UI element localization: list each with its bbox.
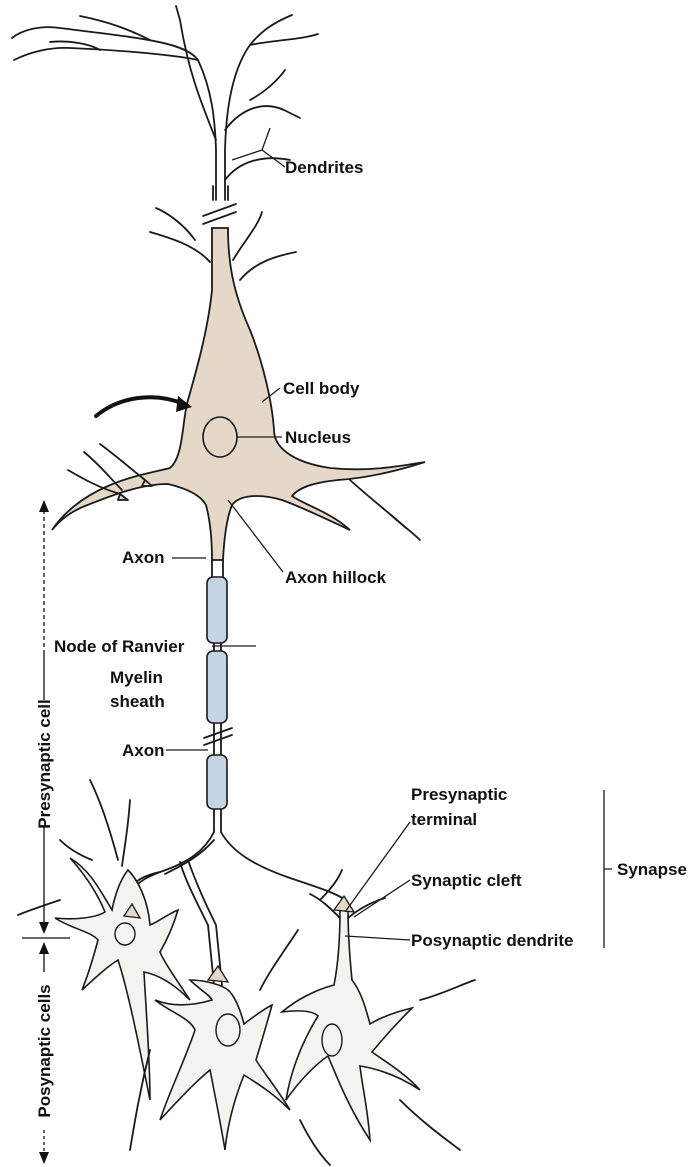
myelin-sheath-1 (207, 577, 227, 643)
myelin-sheath-2 (207, 651, 227, 723)
label-node-of-ranvier: Node of Ranvier (54, 637, 185, 656)
label-axon-lower: Axon (122, 741, 165, 760)
label-postsynaptic-dendrite: Posynaptic dendrite (411, 931, 573, 950)
synapse-bracket (604, 790, 612, 948)
axon-break-mark (204, 728, 232, 745)
label-myelin-line1: Myelin (110, 668, 163, 687)
presynaptic-terminal-2 (208, 966, 228, 982)
myelin-sheath-3 (207, 755, 227, 809)
label-postsynaptic-cells: Posynaptic cells (35, 984, 54, 1117)
cell-body (52, 228, 425, 560)
postsynaptic-cell-1 (55, 858, 190, 1100)
postsynaptic-cell-3 (282, 910, 420, 1140)
label-axon-hillock: Axon hillock (285, 568, 387, 587)
label-dendrites: Dendrites (285, 158, 363, 177)
label-presynaptic-line1: Presynaptic (411, 785, 507, 804)
label-axon-top: Axon (122, 548, 165, 567)
label-synaptic-cleft: Synaptic cleft (411, 871, 522, 890)
label-presynaptic-cell: Presynaptic cell (35, 699, 54, 828)
label-synapse: Synapse (617, 860, 687, 879)
postsynaptic-processes (18, 780, 475, 1165)
label-presynaptic-line2: terminal (411, 810, 477, 829)
label-nucleus: Nucleus (285, 428, 351, 447)
postsynaptic-cell-2 (155, 980, 290, 1150)
label-cell-body: Cell body (283, 379, 360, 398)
leader-lines (166, 128, 410, 940)
upper-dendrites (12, 6, 318, 200)
dendrite-break-mark (203, 204, 236, 224)
label-myelin-line2: sheath (110, 692, 165, 711)
curved-arrow (96, 397, 184, 416)
